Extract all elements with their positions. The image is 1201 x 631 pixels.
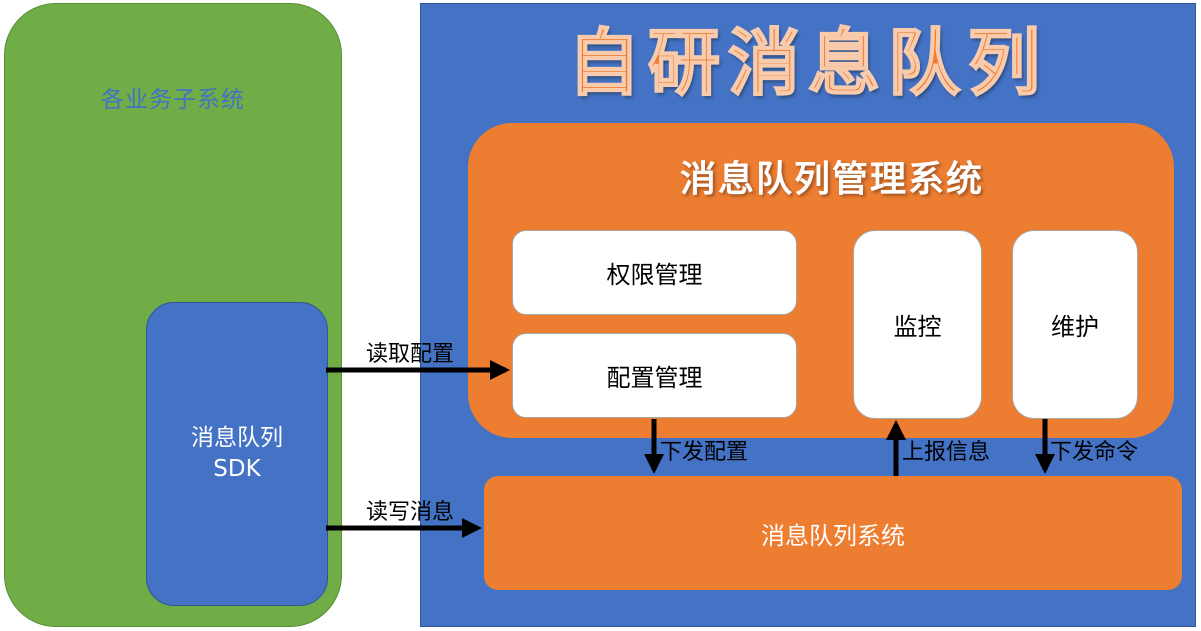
read-write-messages-label: 读写消息 xyxy=(366,500,455,525)
report-info-label: 上报信息 xyxy=(902,440,991,465)
business-subsystems-title: 各业务子系统 xyxy=(101,87,245,113)
push-config-label: 下发配置 xyxy=(660,440,749,465)
mq-sdk-label-line1: 消息队列 xyxy=(191,425,283,451)
mq-sdk-label-line2: SDK xyxy=(213,456,261,482)
config-management-box: 配置管理 xyxy=(512,333,797,418)
read-config-label: 读取配置 xyxy=(366,342,455,367)
mq-system-box: 消息队列系统 xyxy=(484,476,1182,590)
maintenance-box: 维护 xyxy=(1012,230,1138,419)
monitoring-box: 监控 xyxy=(853,230,982,419)
mq-sdk-box: 消息队列 SDK xyxy=(146,302,328,606)
main-title: 自研消息队列 xyxy=(567,20,1048,106)
mq-management-system-title: 消息队列管理系统 xyxy=(679,159,984,200)
permission-management-box: 权限管理 xyxy=(512,230,797,315)
push-command-label: 下发命令 xyxy=(1050,440,1139,465)
